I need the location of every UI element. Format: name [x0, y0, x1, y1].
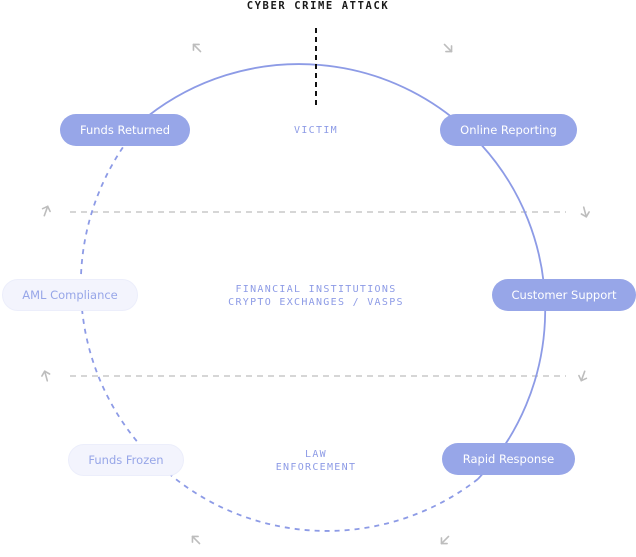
arrow-up-right-icon: [41, 205, 51, 217]
step-aml-compliance[interactable]: AML Compliance: [2, 279, 138, 311]
arrow-up-left-icon: [191, 535, 201, 545]
zone-label-law-enforcement: LAW ENFORCEMENT: [275, 449, 357, 473]
diagram-title: CYBER CRIME ATTACK: [246, 0, 390, 12]
step-funds-returned[interactable]: Funds Returned: [60, 114, 190, 146]
zone-label-financial: FINANCIAL INSTITUTIONS CRYPTO EXCHANGES …: [228, 284, 404, 308]
arrow-down-icon: [580, 206, 590, 218]
step-online-reporting[interactable]: Online Reporting: [440, 114, 577, 146]
cycle-path-dashed: [79, 115, 479, 532]
step-customer-support[interactable]: Customer Support: [492, 279, 636, 311]
step-rapid-response[interactable]: Rapid Response: [442, 443, 575, 475]
arrow-down-right-icon: [443, 43, 453, 53]
arrow-up-icon: [41, 370, 51, 382]
step-funds-frozen[interactable]: Funds Frozen: [68, 444, 184, 476]
zone-label-victim: VICTIM: [294, 125, 338, 136]
arrow-down-left-icon: [578, 370, 588, 382]
arrow-up-right-icon: [192, 43, 202, 53]
arrow-down-left-icon: [440, 535, 450, 545]
